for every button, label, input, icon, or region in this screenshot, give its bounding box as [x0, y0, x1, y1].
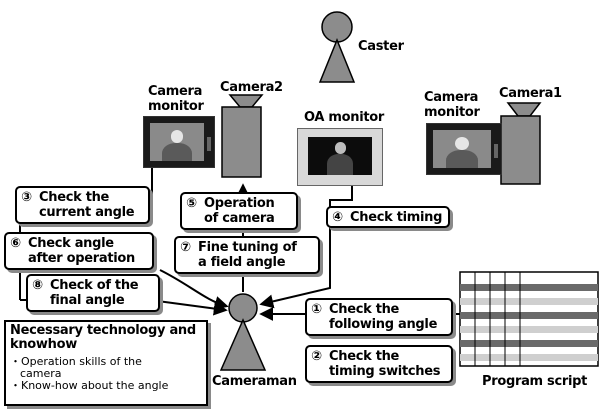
step-5-box: ⑤ Operation of camera: [180, 192, 298, 230]
step-text-line1: Check the: [329, 349, 400, 364]
monitor-knob: [494, 144, 498, 158]
step-text-line1: Check timing: [350, 210, 443, 225]
program-script-label: Program script: [482, 374, 588, 389]
step-text-line1: Operation: [204, 196, 275, 211]
step-6-box: ⑥ Check angle after operation: [4, 232, 154, 270]
step-text-line2: following angle: [329, 317, 438, 332]
knowhow-title-1: Necessary technology and: [10, 323, 196, 338]
camera-monitor-right-label-2: monitor: [424, 105, 480, 120]
step-8-box: ⑧ Check of the final angle: [26, 274, 160, 312]
step-text-line2: final angle: [50, 293, 125, 308]
arrow-oa-to-cameraman: [259, 176, 353, 309]
knowhow-bullet-1: ・Operation skills of the: [10, 355, 142, 368]
step-text-line2: after operation: [28, 251, 135, 266]
monitor-screen: [433, 130, 491, 168]
camera-monitor-left-label-2: monitor: [148, 99, 204, 114]
caster-figure: [318, 11, 356, 83]
step-number: ⑧: [32, 278, 43, 293]
monitor-knob: [207, 137, 211, 151]
step-number: ⑥: [10, 236, 21, 251]
knowhow-bullet-2: ・Know-how about the angle: [10, 379, 169, 392]
camera1-label: Camera1: [499, 86, 562, 101]
step-number: ⑦: [180, 240, 191, 255]
step-number: ①: [311, 302, 322, 317]
cameraman-figure: [219, 293, 267, 371]
step-text-line1: Fine tuning of: [198, 240, 297, 255]
camera-monitor-left: [143, 116, 215, 168]
step-2-box: ② Check the timing switches: [305, 345, 453, 383]
step-number: ④: [332, 210, 343, 225]
step-text-line2: current angle: [39, 205, 135, 220]
step-text-line1: Check the: [329, 302, 400, 317]
step-text-line2: a field angle: [198, 255, 286, 270]
knowhow-title-2: knowhow: [10, 337, 77, 352]
step-text-line1: Check angle: [28, 236, 114, 251]
step-text-line2: of camera: [204, 211, 275, 226]
camera2-icon: [221, 94, 264, 178]
knowhow-bullet-1-cont: camera: [20, 367, 62, 380]
step-3-box: ③ Check the current angle: [15, 186, 150, 224]
program-script-sheet: [459, 271, 599, 367]
camera-monitor-left-label-1: Camera: [148, 84, 203, 99]
camera2-label: Camera2: [220, 80, 283, 95]
camera-monitor-right: [426, 123, 502, 175]
cameraman-label: Cameraman: [212, 374, 297, 389]
caster-label: Caster: [358, 39, 404, 54]
step-text-line2: timing switches: [329, 364, 441, 379]
step-4-box: ④ Check timing: [326, 206, 450, 228]
monitor-screen: [150, 123, 204, 161]
oa-monitor-screen: [297, 128, 383, 186]
step-number: ⑤: [186, 196, 197, 211]
step-1-box: ① Check the following angle: [305, 298, 453, 336]
step-text-line1: Check the: [39, 190, 110, 205]
camera-monitor-right-label-1: Camera: [424, 90, 479, 105]
camera1-icon: [500, 102, 542, 185]
oa-monitor-label: OA monitor: [304, 110, 385, 125]
knowhow-box: Necessary technology and knowhow ・Operat…: [4, 320, 208, 406]
oa-screen: [308, 137, 372, 175]
step-number: ③: [21, 190, 32, 205]
step-text-line1: Check of the: [50, 278, 139, 293]
step-7-box: ⑦ Fine tuning of a field angle: [174, 236, 320, 274]
step-number: ②: [311, 349, 322, 364]
